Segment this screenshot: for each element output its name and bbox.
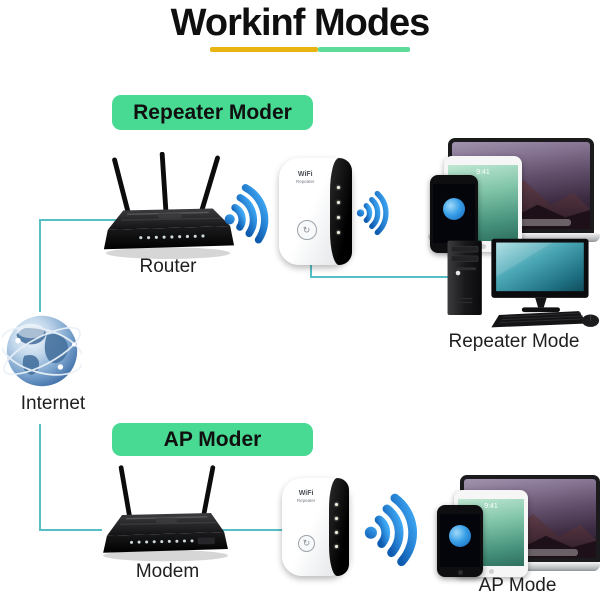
wps-button-icon: ↻ (298, 534, 316, 552)
phone-screen (440, 514, 480, 567)
phone-illustration (437, 505, 483, 577)
repeater-device: WiFi Repeater ↻ (279, 158, 352, 265)
wifi-signal-icon (354, 186, 399, 240)
router-led-row (139, 234, 205, 240)
phone-wallpaper-icon (449, 525, 471, 548)
led-indicator (335, 530, 339, 534)
brand-sub-text: Repeater (296, 498, 316, 504)
wire-repeater-to-desktop-v (310, 261, 312, 278)
repeater-device: WiFi Repeater ↻ (282, 478, 349, 576)
modem-led-row (130, 539, 194, 544)
wire-internet-to-modem-v (39, 424, 41, 531)
led-indicator (337, 230, 341, 234)
led-indicator (337, 215, 341, 219)
laptop-dock (482, 549, 578, 556)
wps-button-icon: ↻ (296, 220, 317, 241)
modem-illustration (93, 462, 240, 566)
home-button-icon (488, 569, 494, 574)
wire-internet-to-router-v (39, 219, 41, 312)
phone-illustration (430, 175, 478, 253)
modem-antenna-left (118, 465, 132, 520)
led-indicator (335, 544, 339, 548)
device-cluster: 9:41 (432, 470, 600, 577)
wire-internet-to-router-h (39, 219, 119, 221)
ap-mode-badge: AP Moder (112, 423, 313, 456)
ap-mode-label: AP Mode (478, 575, 557, 596)
router-label: Router (139, 256, 197, 277)
repeater-mode-label: Repeater Mode (448, 331, 580, 352)
wire-repeater-to-desktop-h (310, 276, 448, 278)
pc-keyboard (491, 311, 587, 328)
repeater-brand-text: WiFi Repeater (286, 490, 326, 504)
router-antenna-left (112, 157, 132, 219)
router-antenna-middle (159, 152, 169, 216)
repeater-led-panel (328, 478, 349, 576)
tablet-clock: 9:41 (476, 169, 490, 176)
phone-wallpaper-icon (443, 197, 465, 220)
wifi-signal-icon (356, 488, 438, 571)
repeater-led-panel (330, 158, 352, 265)
led-indicator (337, 185, 341, 189)
modem-label: Modem (135, 561, 200, 582)
internet-label: Internet (20, 393, 86, 414)
device-cluster: 9:41 (428, 130, 600, 254)
brand-wifi-text: WiFi (298, 489, 314, 497)
home-button-icon (480, 244, 486, 249)
brand-wifi-text: WiFi (297, 170, 313, 178)
led-indicator (335, 503, 339, 507)
led-indicator (337, 200, 341, 204)
brand-sub-text: Repeater (296, 179, 315, 185)
repeater-mode-badge: Repeater Moder (112, 95, 313, 130)
phone-screen (433, 184, 475, 243)
wire-modem-to-repeater-h (200, 529, 288, 531)
modem-antenna-right (201, 465, 216, 520)
home-button-icon (457, 570, 463, 575)
wifi-signal-icon (213, 174, 289, 253)
wire-internet-to-modem-h (39, 529, 102, 531)
router-svg (103, 152, 235, 259)
title-underline-yellow (210, 47, 318, 52)
page-title: Workinf Modes (170, 2, 431, 44)
router-illustration (100, 152, 236, 264)
title-underline-green (318, 47, 410, 52)
router-antenna-right (197, 155, 220, 219)
led-indicator (335, 517, 339, 521)
desktop-computer-illustration (438, 238, 600, 330)
pc-monitor-screen (496, 242, 584, 292)
repeater-brand-text: WiFi Repeater (283, 171, 327, 185)
internet-globe-icon (2, 310, 82, 392)
tablet-clock: 9:41 (484, 503, 498, 510)
